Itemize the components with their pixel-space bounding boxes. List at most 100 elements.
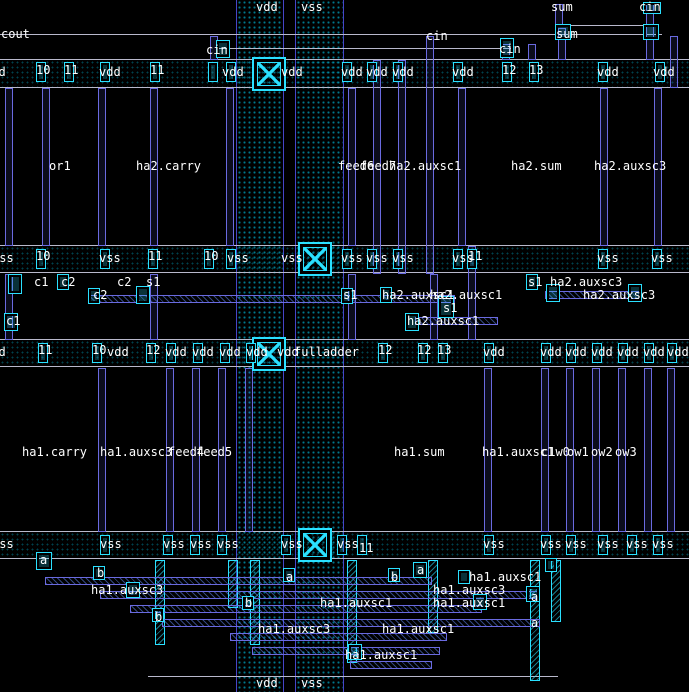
contact-pad[interactable] [541,343,551,363]
contact-pad[interactable] [64,62,74,82]
contact-pad[interactable] [357,535,367,555]
contact-pad[interactable] [545,558,557,572]
horizontal-wire[interactable] [350,661,432,669]
contact-pad[interactable] [598,535,608,555]
contact-pad[interactable] [413,562,427,578]
contact-pad[interactable] [148,249,158,269]
contact-pad[interactable] [150,62,160,82]
vertical-wire[interactable] [98,368,106,532]
contact-pad[interactable] [337,535,347,555]
contact-pad[interactable] [341,288,353,304]
contact-pad[interactable] [342,249,352,269]
vertical-wire[interactable] [348,88,356,246]
contact-pad[interactable] [453,62,463,82]
vertical-wire[interactable] [218,368,226,532]
contact-pad[interactable] [546,284,560,302]
contact-pad[interactable] [627,535,637,555]
contact-pad[interactable] [405,313,419,331]
contact-pad[interactable] [93,566,105,580]
contact-pad[interactable] [152,608,164,622]
vertical-wire[interactable] [600,88,608,246]
contact-pad[interactable] [655,62,665,82]
contact-pad[interactable] [592,343,602,363]
contact-pad[interactable] [393,249,403,269]
contact-pad[interactable] [136,286,150,304]
contact-pad[interactable] [628,284,642,302]
vertical-wire[interactable] [644,368,652,532]
contact-pad[interactable] [541,535,551,555]
vertical-wire[interactable] [555,4,563,26]
contact-pad[interactable] [38,343,48,363]
vertical-wire[interactable] [192,368,200,532]
horizontal-wire[interactable] [230,633,447,641]
contact-pad[interactable] [57,274,69,290]
contact-pad[interactable] [190,535,200,555]
vertical-wire[interactable] [646,4,654,60]
vertical-wire[interactable] [670,36,678,88]
vertical-wire[interactable] [150,88,158,246]
contact-pad[interactable] [643,24,659,40]
contact-via-icon[interactable] [252,337,286,371]
horizontal-wire[interactable] [162,619,540,627]
vertical-wire[interactable] [430,274,438,340]
vertical-wire[interactable] [484,368,492,532]
contact-pad[interactable] [438,296,454,318]
contact-pad[interactable] [4,313,18,331]
contact-pad[interactable] [36,62,46,82]
contact-pad[interactable] [100,249,110,269]
vertical-wire[interactable] [541,368,549,532]
contact-pad[interactable] [598,249,608,269]
contact-pad[interactable] [438,343,448,363]
vertical-wire[interactable] [618,368,626,532]
contact-pad[interactable] [393,62,403,82]
contact-pad[interactable] [529,62,539,82]
contact-pad[interactable] [502,62,512,82]
vertical-wire[interactable] [426,36,434,274]
contact-pad[interactable] [100,62,110,82]
horizontal-wire[interactable] [415,317,498,325]
vertical-wire[interactable] [468,246,476,340]
contact-pad[interactable] [146,343,156,363]
contact-pad[interactable] [242,596,254,610]
vertical-wire[interactable] [250,560,260,645]
contact-pad[interactable] [644,343,654,363]
contact-pad[interactable] [163,535,173,555]
vertical-wire[interactable] [226,88,234,246]
vertical-wire[interactable] [98,88,106,246]
contact-pad[interactable] [484,535,494,555]
contact-pad[interactable] [653,535,663,555]
contact-pad[interactable] [193,343,203,363]
contact-pad[interactable] [88,288,100,304]
vertical-wire[interactable] [155,560,165,645]
contact-pad[interactable] [618,343,628,363]
contact-pad[interactable] [342,62,352,82]
vertical-wire[interactable] [245,368,253,532]
contact-pad[interactable] [8,274,22,294]
vertical-wire[interactable] [166,368,174,532]
contact-via-icon[interactable] [298,242,332,276]
vertical-wire[interactable] [528,44,536,60]
contact-pad[interactable] [36,552,52,570]
contact-pad[interactable] [467,249,477,269]
vertical-wire[interactable] [348,274,356,340]
contact-via-icon[interactable] [298,528,332,562]
contact-pad[interactable] [92,343,102,363]
vertical-wire[interactable] [592,368,600,532]
contact-pad[interactable] [220,343,230,363]
horizontal-wire[interactable] [130,605,482,613]
contact-pad[interactable] [204,249,214,269]
contact-pad[interactable] [555,24,571,40]
contact-pad[interactable] [100,535,110,555]
contact-pad[interactable] [566,343,576,363]
horizontal-wire[interactable] [545,291,640,299]
vertical-wire[interactable] [210,36,218,60]
contact-pad[interactable] [484,343,494,363]
vertical-wire[interactable] [502,44,510,60]
vss-power-column[interactable] [295,0,344,692]
contact-pad[interactable] [246,343,256,363]
contact-pad[interactable] [208,62,218,82]
vertical-wire[interactable] [373,60,381,274]
contact-pad[interactable] [473,594,487,610]
vertical-wire[interactable] [5,88,13,246]
contact-pad[interactable] [566,535,576,555]
